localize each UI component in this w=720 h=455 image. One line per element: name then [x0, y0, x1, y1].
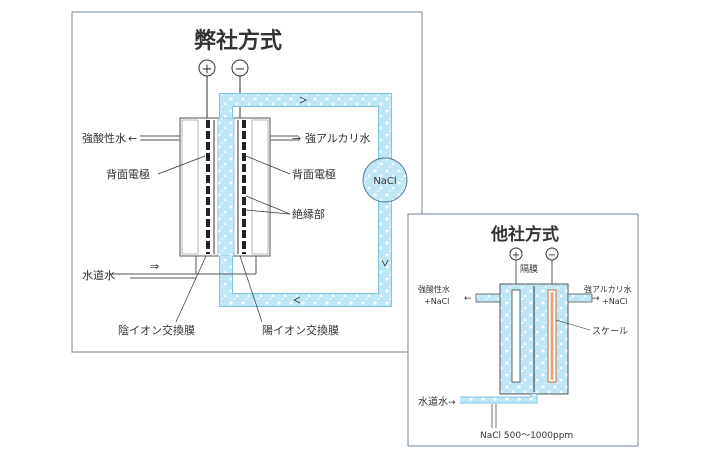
- b-acid-label-2: +NaCl: [424, 297, 449, 306]
- b-nacl-concentration-label: NaCl 500〜1000ppm: [480, 431, 573, 441]
- b-alkali-label-2: +NaCl: [602, 297, 627, 306]
- b-anode: [511, 289, 521, 383]
- b-alkali-label-1: 強アルカリ水: [584, 284, 632, 294]
- scale-label: スケール: [592, 326, 628, 337]
- nacl-tank-label: NaCl: [373, 176, 396, 187]
- negative-symbol: −: [235, 62, 246, 77]
- svg-text:→: →: [448, 398, 456, 408]
- svg-text:←: ←: [128, 132, 137, 145]
- back-electrode-right-label: 背面電極: [292, 167, 336, 181]
- center-channel: [217, 117, 235, 257]
- b-tap-water-label: 水道水: [418, 395, 448, 408]
- panel-b-title: 他社方式: [490, 224, 559, 245]
- b-positive-symbol: +: [512, 250, 520, 261]
- anion-membrane-label: 陰イオン交換膜: [118, 323, 195, 337]
- svg-text:→: →: [592, 294, 600, 304]
- tap-water-label: 水道水: [82, 268, 115, 282]
- positive-terminal: +: [198, 59, 216, 120]
- membrane-label: 隔膜: [520, 264, 538, 275]
- alkali-water-label: 強アルカリ水: [305, 132, 371, 145]
- back-electrode-left-label: 背面電極: [106, 167, 150, 181]
- panel-other-method: 他社方式 + − 隔膜 ← 強酸性水 +NaCl → 強アルカリ水 +NaCl …: [407, 213, 639, 447]
- svg-text:→: →: [292, 132, 301, 145]
- insulation-label: 絶縁部: [292, 207, 325, 221]
- panel-a-title: 弊社方式: [194, 28, 282, 54]
- positive-symbol: +: [202, 62, 213, 77]
- cation-membrane-label: 陽イオン交換膜: [262, 323, 339, 337]
- panel-our-method: 弊社方式 + − NaCl: [71, 11, 423, 353]
- acid-water-label: 強酸性水: [82, 131, 126, 145]
- svg-text:⇒: ⇒: [150, 260, 159, 273]
- b-acid-label-1: 強酸性水: [418, 284, 450, 294]
- b-negative-symbol: −: [548, 250, 556, 261]
- svg-text:←: ←: [464, 294, 472, 304]
- nacl-tank: [362, 157, 408, 203]
